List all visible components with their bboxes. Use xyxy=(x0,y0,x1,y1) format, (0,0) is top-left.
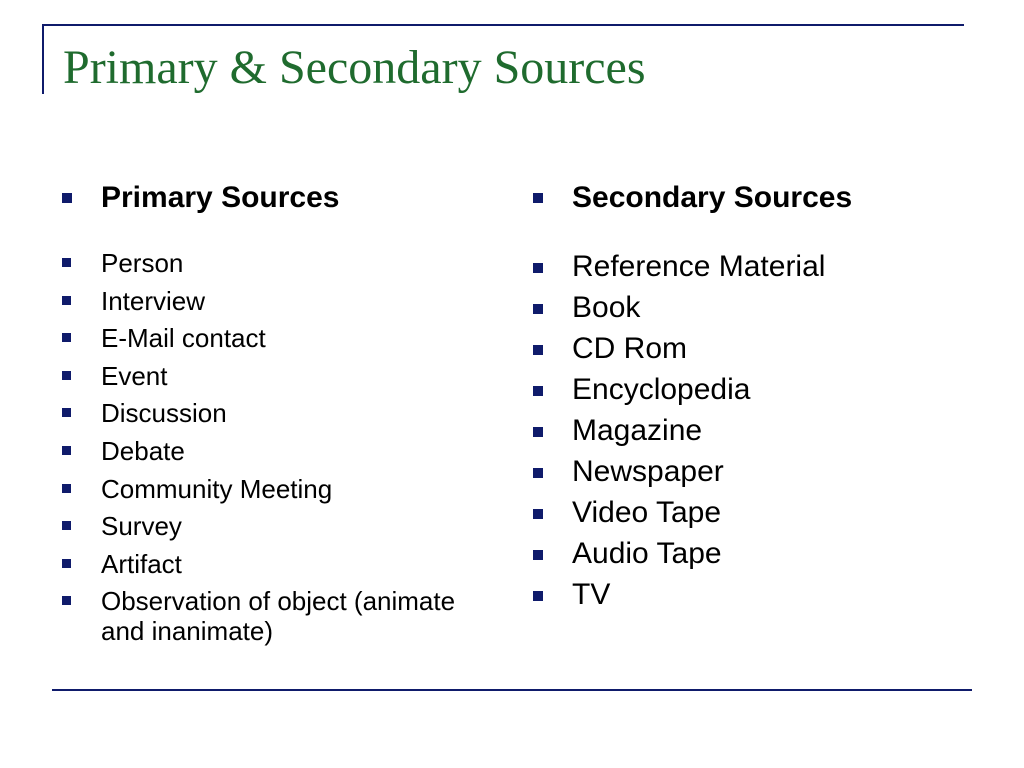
list-item: Magazine xyxy=(533,414,973,448)
secondary-sources-column: Secondary Sources Reference Material Boo… xyxy=(533,180,973,619)
list-item: Reference Material xyxy=(533,250,973,284)
list-item-text: Debate xyxy=(101,435,185,466)
slide-title: Primary & Secondary Sources xyxy=(63,41,646,94)
list-item: Interview xyxy=(62,286,482,316)
square-bullet-icon xyxy=(533,427,543,437)
list-item: Video Tape xyxy=(533,496,973,530)
list-item: Discussion xyxy=(62,398,482,428)
square-bullet-icon xyxy=(62,258,71,267)
list-item: Debate xyxy=(62,436,482,466)
list-item: Community Meeting xyxy=(62,474,482,504)
square-bullet-icon xyxy=(62,408,71,418)
list-item: Newspaper xyxy=(533,455,973,489)
square-bullet-icon xyxy=(62,558,71,568)
list-item-text: Event xyxy=(101,360,168,391)
list-item: Audio Tape xyxy=(533,537,973,571)
primary-sources-column: Primary Sources Person Interview E-Mail … xyxy=(62,180,482,654)
square-bullet-icon xyxy=(62,521,71,531)
list-item-text: Survey xyxy=(101,511,182,542)
list-item: CD Rom xyxy=(533,332,973,366)
list-item: Encyclopedia xyxy=(533,373,973,407)
list-item-text: Book xyxy=(572,291,641,324)
square-bullet-icon xyxy=(533,386,543,396)
square-bullet-icon xyxy=(533,509,543,519)
square-bullet-icon xyxy=(62,295,71,305)
square-bullet-icon xyxy=(533,591,543,601)
list-item: Person xyxy=(62,248,482,278)
secondary-sources-list: Reference Material Book CD Rom Encyclope… xyxy=(533,250,973,612)
primary-sources-list: Person Interview E-Mail contact Event Di… xyxy=(62,248,482,646)
square-bullet-icon xyxy=(533,263,543,273)
list-item-text: Video Tape xyxy=(572,496,722,529)
left-rule xyxy=(42,24,44,94)
list-item-text: TV xyxy=(572,578,611,611)
square-bullet-icon xyxy=(62,193,72,203)
square-bullet-icon xyxy=(533,345,543,355)
primary-sources-heading: Primary Sources xyxy=(62,180,482,216)
list-item-text: E-Mail contact xyxy=(101,323,266,354)
square-bullet-icon xyxy=(62,370,71,380)
square-bullet-icon xyxy=(62,445,71,455)
list-item-text: Audio Tape xyxy=(572,537,722,570)
list-item: Book xyxy=(533,291,973,325)
list-item: E-Mail contact xyxy=(62,323,482,353)
list-item-text: Interview xyxy=(101,285,206,316)
list-item-text: Reference Material xyxy=(572,250,826,283)
square-bullet-icon xyxy=(62,596,71,606)
square-bullet-icon xyxy=(533,193,543,203)
list-item-text: Newspaper xyxy=(572,455,724,488)
bottom-rule xyxy=(52,689,972,691)
list-item-text: Encyclopedia xyxy=(572,373,751,406)
list-item-text: Artifact xyxy=(101,548,182,579)
square-bullet-icon xyxy=(533,304,543,314)
square-bullet-icon xyxy=(62,333,71,343)
list-item-text: Magazine xyxy=(572,414,703,447)
list-item-text: Discussion xyxy=(101,398,227,429)
top-rule xyxy=(44,24,964,26)
list-item: Observation of object (animate and inani… xyxy=(62,586,482,646)
list-item-text: CD Rom xyxy=(572,332,688,365)
list-item: Artifact xyxy=(62,549,482,579)
primary-sources-heading-text: Primary Sources xyxy=(101,181,340,214)
list-item-text: Person xyxy=(101,248,184,278)
secondary-sources-heading: Secondary Sources xyxy=(533,180,973,216)
square-bullet-icon xyxy=(62,483,71,493)
square-bullet-icon xyxy=(533,468,543,478)
list-item-text: Community Meeting xyxy=(101,473,333,504)
list-item: Event xyxy=(62,361,482,391)
list-item-text: Observation of object (animate and inani… xyxy=(101,586,456,647)
square-bullet-icon xyxy=(533,550,543,560)
list-item: Survey xyxy=(62,511,482,541)
secondary-sources-heading-text: Secondary Sources xyxy=(572,181,853,214)
list-item: TV xyxy=(533,578,973,612)
